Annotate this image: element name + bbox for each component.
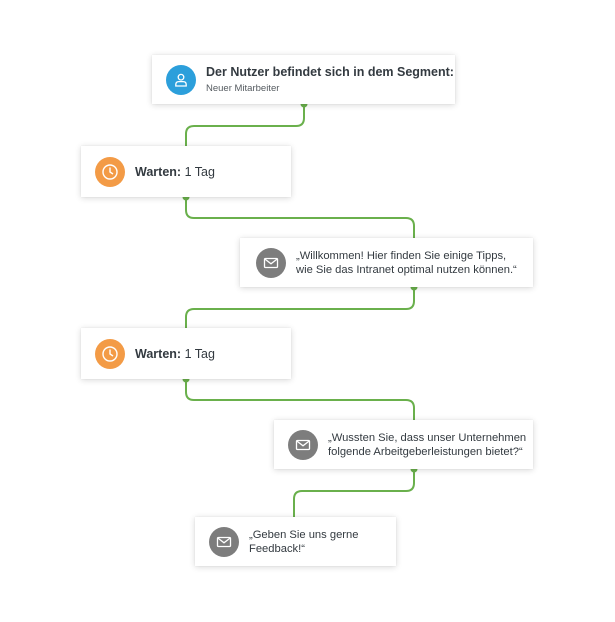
wait-label: Warten: [135, 164, 182, 179]
clock-icon [95, 338, 125, 369]
connector-wait-1-to-message-1 [185, 197, 415, 238]
message-line-2: wie Sie das Intranet optimal nutzen könn… [296, 263, 517, 276]
connector-message-2-to-message-3 [293, 469, 415, 517]
wait-duration: 1 Tag [184, 164, 215, 179]
connector-message-1-to-wait-2 [185, 287, 415, 328]
trigger-card[interactable]: Der Nutzer befindet sich in dem Segment:… [152, 55, 455, 104]
trigger-segment: Neuer Mitarbeiter [206, 83, 280, 94]
wait-duration: 1 Tag [184, 346, 215, 361]
connector-wait-2-to-message-2 [185, 379, 415, 420]
mail-icon [256, 247, 286, 278]
message-card-1[interactable]: „Willkommen! Hier finden Sie einige Tipp… [240, 238, 533, 287]
user-icon [166, 64, 196, 95]
connector-trigger-to-wait-1 [185, 104, 305, 146]
message-card-3[interactable]: „Geben Sie uns gerne Feedback!“ [195, 517, 396, 566]
message-line-1: „Geben Sie uns gerne [249, 528, 359, 541]
wait-label: Warten: [135, 346, 182, 361]
message-line-2: Feedback!“ [249, 542, 305, 555]
clock-icon [95, 156, 125, 187]
message-line-1: „Wussten Sie, dass unser Unternehmen [328, 431, 527, 444]
mail-icon [288, 429, 318, 460]
wait-card-1[interactable]: Warten: 1 Tag [81, 146, 291, 197]
message-card-2[interactable]: „Wussten Sie, dass unser Unternehmen fol… [274, 420, 533, 469]
message-line-2: folgende Arbeitgeberleistungen bietet?“ [328, 445, 523, 458]
mail-icon [209, 526, 239, 557]
wait-card-2[interactable]: Warten: 1 Tag [81, 328, 291, 379]
message-line-1: „Willkommen! Hier finden Sie einige Tipp… [296, 249, 507, 262]
trigger-title: Der Nutzer befindet sich in dem Segment: [206, 65, 454, 79]
